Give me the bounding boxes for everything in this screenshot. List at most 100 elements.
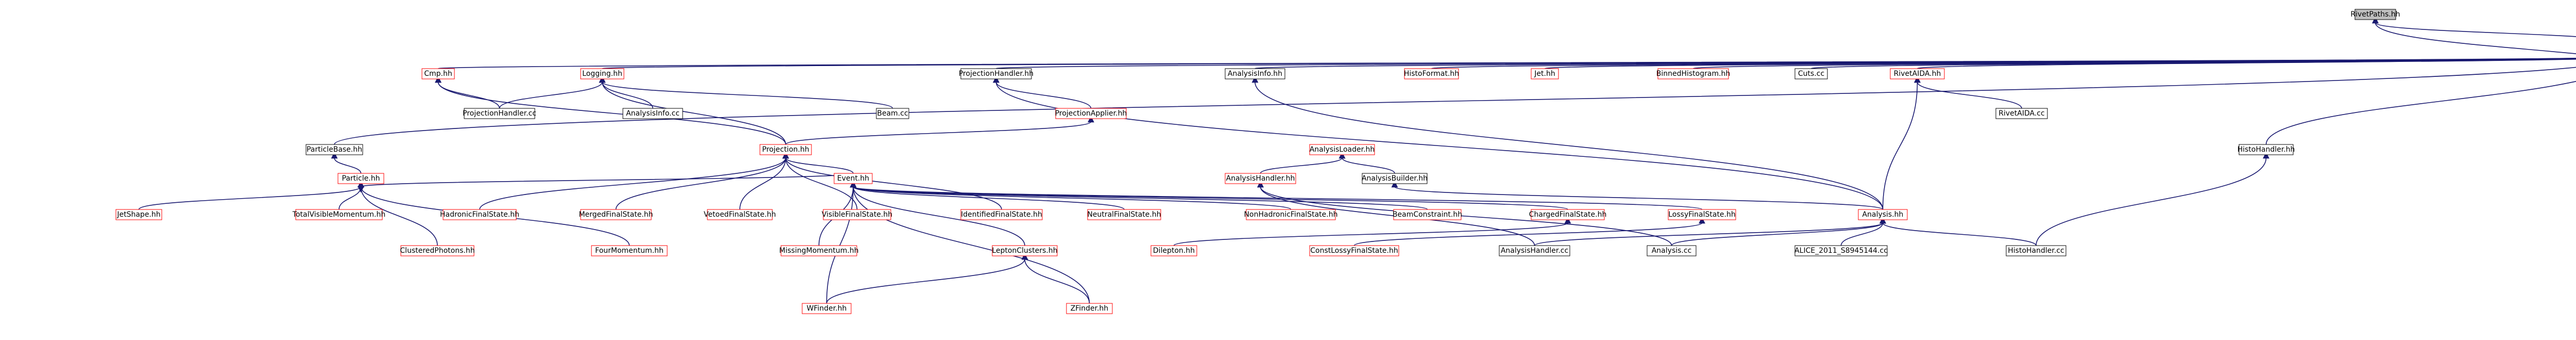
- node-wfinder-hh[interactable]: WFinder.hh: [802, 303, 852, 314]
- node-box: [295, 209, 383, 220]
- node-label: LeptonClusters.hh: [992, 247, 1057, 255]
- node-constlossyfinalstate-hh[interactable]: ConstLossyFinalState.hh: [1309, 245, 1399, 256]
- edge-histohandler_cc-to-histohandler_hh: [2036, 152, 2269, 246]
- node-box: [1362, 173, 1428, 184]
- node-histohandler-cc[interactable]: HistoHandler.cc: [2006, 245, 2066, 256]
- node-box: [1647, 245, 1697, 256]
- node-jetshape-hh[interactable]: JetShape.hh: [115, 209, 162, 220]
- node-box: [1309, 245, 1399, 256]
- node-label: ParticleBase.hh: [307, 145, 362, 154]
- node-histohandler-hh[interactable]: HistoHandler.hh: [2238, 144, 2295, 155]
- node-alice-2011[interactable]: ALICE_2011_S8945144.cc: [1794, 245, 1888, 256]
- edge-mergedfinalstate_hh-to-projection_hh: [615, 152, 789, 210]
- node-label: WFinder.hh: [807, 304, 847, 313]
- edge-rivet_hh-to-rivetpaths_hh: [2372, 17, 2576, 37]
- node-box: [443, 209, 517, 220]
- edge-event_hh-to-particle_hh: [358, 173, 854, 193]
- node-projection-hh[interactable]: Projection.hh: [759, 144, 812, 155]
- edge-analysis_hh-to-rivetaida_hh: [1882, 76, 1921, 210]
- node-nonhadronicfinalstate-hh[interactable]: NonHadronicFinalState.hh: [1244, 209, 1338, 220]
- edge-analysis_hh-to-projectionhandler_hh: [993, 76, 1884, 210]
- node-lossyfinalstate-hh[interactable]: LossyFinalState.hh: [1668, 209, 1736, 220]
- node-box: [1794, 245, 1888, 256]
- node-cmp-hh[interactable]: Cmp.hh: [421, 68, 455, 79]
- node-chargedfinalstate-hh[interactable]: ChargedFinalState.hh: [1529, 209, 1607, 220]
- node-dilepton-hh[interactable]: Dilepton.hh: [1150, 245, 1197, 256]
- node-fourmomentum-hh[interactable]: FourMomentum.hh: [591, 245, 668, 256]
- node-box: [1087, 209, 1161, 220]
- node-analysishandler-hh[interactable]: AnalysisHandler.hh: [1225, 173, 1296, 184]
- node-beam-cc[interactable]: Beam.cc: [876, 108, 909, 119]
- node-projectionhandler-hh[interactable]: ProjectionHandler.hh: [959, 68, 1033, 79]
- node-label: NeutralFinalState.hh: [1087, 211, 1161, 219]
- node-projectionapplier-hh[interactable]: ProjectionApplier.hh: [1055, 108, 1127, 119]
- node-label: ProjectionHandler.hh: [959, 70, 1033, 78]
- node-clusteredphotons-hh[interactable]: ClusteredPhotons.hh: [400, 245, 475, 256]
- node-box: [781, 245, 857, 256]
- node-box: [2354, 9, 2396, 20]
- node-label: RivetAIDA.hh: [1894, 70, 1941, 78]
- node-particlebase-hh[interactable]: ParticleBase.hh: [306, 144, 363, 155]
- node-logging-hh[interactable]: Logging.hh: [580, 68, 624, 79]
- node-vetoedfinalstate-hh[interactable]: VetoedFinalState.hh: [704, 209, 776, 220]
- edge-rivetaida_cc-to-rivetaida_hh: [1914, 76, 2022, 109]
- node-zfinder-hh[interactable]: ZFinder.hh: [1066, 303, 1113, 314]
- node-jet-hh[interactable]: Jet.hh: [1531, 68, 1559, 79]
- node-box: [580, 209, 652, 220]
- node-box: [464, 108, 535, 119]
- node-label: Projection.hh: [762, 145, 809, 154]
- node-rivetaida-hh[interactable]: RivetAIDA.hh: [1890, 68, 1945, 79]
- node-label: Jet.hh: [1534, 70, 1555, 78]
- edge-clusteredphotons_hh-to-particle_hh: [358, 181, 438, 246]
- node-box: [115, 209, 162, 220]
- node-analysis-cc[interactable]: Analysis.cc: [1647, 245, 1697, 256]
- node-analysishandler-cc[interactable]: AnalysisHandler.cc: [1499, 245, 1570, 256]
- node-box: [580, 68, 624, 79]
- node-neutralfinalstate-hh[interactable]: NeutralFinalState.hh: [1087, 209, 1161, 220]
- edge-leptonclusters_hh-to-event_hh: [850, 181, 1025, 246]
- node-rivetaida-cc[interactable]: RivetAIDA.cc: [1995, 108, 2048, 119]
- node-box: [1794, 68, 1828, 79]
- node-label: BinnedHistogram.hh: [1656, 70, 1731, 78]
- node-analysisloader-hh[interactable]: AnalysisLoader.hh: [1309, 144, 1375, 155]
- node-box: [1668, 209, 1736, 220]
- edge-analysis_cc-to-analysishandler_hh: [1257, 181, 1672, 246]
- node-event-hh[interactable]: Event.hh: [834, 173, 873, 184]
- edge-vetoedfinalstate_hh-to-projection_hh: [739, 152, 789, 210]
- edge-constlossyfinalstate_hh-to-lossyfinalstate_hh: [1353, 217, 1705, 246]
- node-analysisbuilder-hh[interactable]: AnalysisBuilder.hh: [1362, 173, 1428, 184]
- node-box: [1309, 144, 1375, 155]
- node-hadronicfinalstate-hh[interactable]: HadronicFinalState.hh: [440, 209, 519, 220]
- node-particle-hh[interactable]: Particle.hh: [337, 173, 384, 184]
- node-totalvisiblemomentum-hh[interactable]: TotalVisibleMomentum.hh: [292, 209, 385, 220]
- node-missingmomentum-hh[interactable]: MissingMomentum.hh: [779, 245, 859, 256]
- node-label: AnalysisInfo.cc: [626, 109, 680, 118]
- node-projectionhandler-cc[interactable]: ProjectionHandler.cc: [463, 108, 536, 119]
- node-visiblefinalstate-hh[interactable]: VisibleFinalState.hh: [822, 209, 892, 220]
- node-cuts-cc[interactable]: Cuts.cc: [1794, 68, 1828, 79]
- node-label: NonHadronicFinalState.hh: [1244, 211, 1338, 219]
- node-histoformat-hh[interactable]: HistoFormat.hh: [1404, 68, 1459, 79]
- node-box: [960, 68, 1032, 79]
- node-label: MergedFinalState.hh: [579, 211, 653, 219]
- node-label: MissingMomentum.hh: [779, 247, 858, 255]
- node-mergedfinalstate-hh[interactable]: MergedFinalState.hh: [579, 209, 653, 220]
- edge-projectionhandler_hh-to-rivet_hh: [995, 58, 2576, 69]
- node-binnedhistogram-hh[interactable]: BinnedHistogram.hh: [1656, 68, 1731, 79]
- node-label: Event.hh: [837, 174, 869, 183]
- node-leptonclusters-hh[interactable]: LeptonClusters.hh: [992, 245, 1058, 256]
- node-identifiedfinalstate-hh[interactable]: IdentifiedFinalState.hh: [960, 209, 1043, 220]
- edge-analysishandler_hh-to-analysisloader_hh: [1260, 152, 1346, 174]
- node-box: [992, 245, 1058, 256]
- node-label: IdentifiedFinalState.hh: [961, 211, 1042, 219]
- node-rivetpaths-hh[interactable]: RivetPaths.hh: [2350, 9, 2400, 20]
- node-analysisinfo-hh[interactable]: AnalysisInfo.hh: [1225, 68, 1285, 79]
- node-analysis-hh[interactable]: Analysis.hh: [1858, 209, 1908, 220]
- edge-histohandler_hh-to-rivet_hh: [2265, 80, 2576, 145]
- node-label: ProjectionHandler.cc: [463, 109, 536, 118]
- node-box: [591, 245, 668, 256]
- node-analysisinfo-cc[interactable]: AnalysisInfo.cc: [622, 108, 683, 119]
- node-beamconstraint-hh[interactable]: BeamConstraint.hh: [1393, 209, 1462, 220]
- node-box: [1858, 209, 1908, 220]
